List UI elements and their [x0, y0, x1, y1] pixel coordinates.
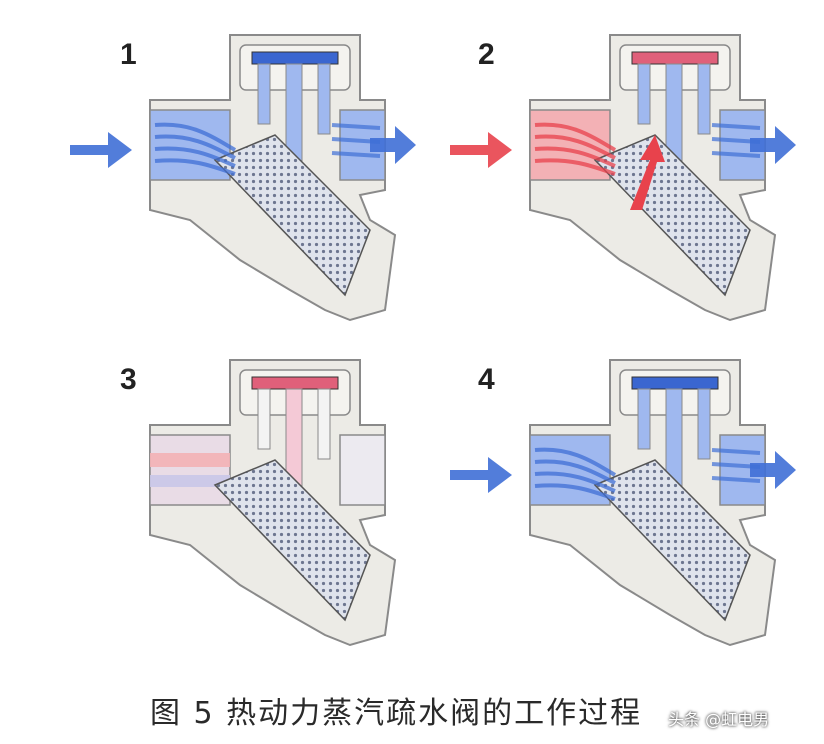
inlet-arrow — [70, 132, 132, 168]
flow-streak — [534, 471, 616, 493]
panel-number: 4 — [478, 363, 495, 396]
strainer-screen — [213, 134, 371, 297]
outlet-streak — [331, 123, 381, 130]
outlet-streak — [711, 123, 761, 130]
flow-streak — [154, 134, 236, 160]
valve-disc — [251, 51, 339, 65]
inlet-arrow — [450, 457, 512, 493]
watermark: 头条 @虹电男 — [668, 710, 770, 729]
figure-caption: 图 5 热动力蒸汽疏水阀的工作过程 — [150, 696, 643, 731]
residual-condensate — [150, 475, 230, 487]
outlet-streak — [711, 448, 761, 455]
valve-diagram — [450, 359, 796, 647]
diagram-panel-3: 3 — [40, 335, 420, 655]
flow-streak — [534, 122, 617, 152]
flow-streak — [154, 146, 236, 168]
valve-disc — [631, 376, 719, 390]
channel-right — [317, 388, 331, 460]
flow-streak — [154, 122, 237, 152]
valve-disc — [631, 51, 719, 65]
channel-right — [317, 63, 331, 135]
outlet-streak — [711, 151, 761, 158]
channel-right — [697, 388, 711, 460]
diagram-panel-4: 4 — [420, 335, 800, 655]
outlet-arrow — [370, 126, 416, 164]
channel-left — [257, 63, 271, 125]
flow-streak — [534, 134, 616, 160]
strainer-screen — [593, 134, 751, 297]
diagram-panel-2: 2 — [420, 10, 800, 330]
diagram-panel-1: 1 — [40, 10, 420, 330]
flow-streak — [534, 459, 616, 485]
valve-diagram — [149, 359, 397, 647]
valve-diagram — [450, 34, 796, 322]
inlet-arrow — [450, 132, 512, 168]
channel-left — [637, 388, 651, 450]
outlet-arrow — [750, 451, 796, 489]
channel-right — [697, 63, 711, 135]
residual-steam — [150, 453, 230, 467]
outlet-bore — [339, 434, 386, 506]
channel-left — [637, 63, 651, 125]
valve-disc — [251, 376, 339, 390]
inlet-bore — [149, 434, 231, 506]
valve-diagram — [70, 34, 416, 322]
outlet-streak — [331, 151, 381, 158]
panel-number: 1 — [120, 38, 137, 71]
outlet-streak — [331, 137, 381, 144]
panel-number: 2 — [478, 38, 495, 71]
strainer-screen — [593, 459, 751, 622]
flow-streak — [534, 447, 617, 477]
flow-streak — [534, 146, 616, 168]
flow-streak — [534, 483, 616, 501]
flow-streak — [154, 158, 236, 176]
outlet-streak — [711, 462, 761, 469]
outlet-streak — [711, 476, 761, 483]
outlet-streak — [711, 137, 761, 144]
panel-number: 3 — [120, 363, 137, 396]
steam-rise-arrow — [630, 135, 665, 210]
flow-streak — [534, 158, 616, 176]
channel-left — [257, 388, 271, 450]
strainer-screen — [213, 459, 371, 622]
outlet-arrow — [750, 126, 796, 164]
